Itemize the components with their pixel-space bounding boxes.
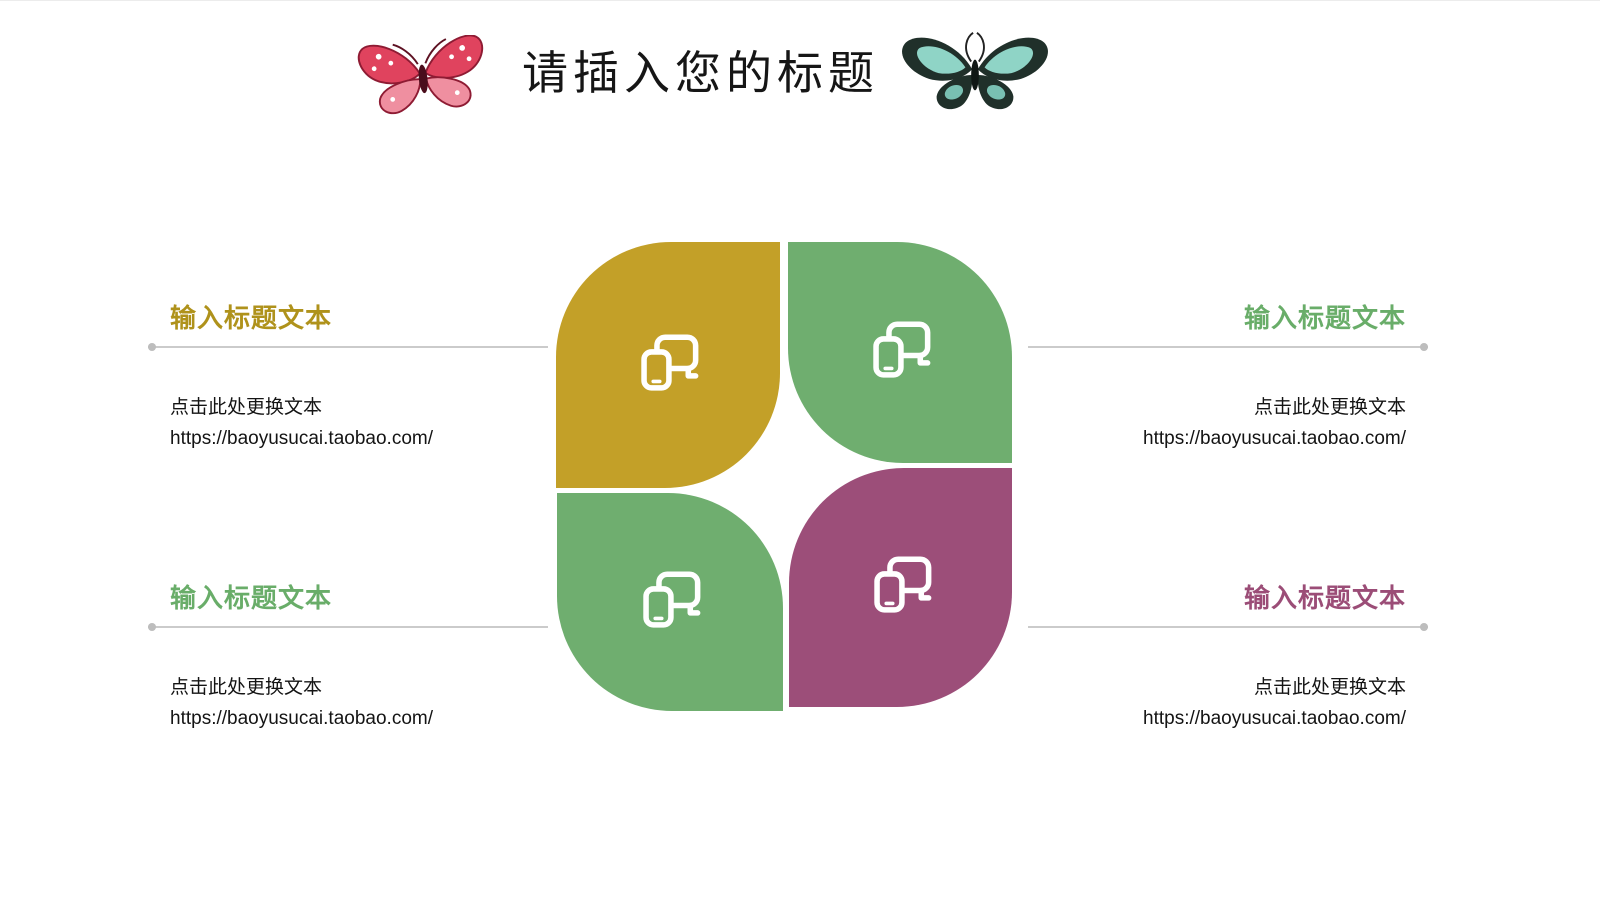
info-block-top-right: 输入标题文本 点击此处更换文本 https://baoyusucai.taoba…	[1028, 304, 1428, 450]
devices-icon	[635, 565, 705, 640]
item-url[interactable]: https://baoyusucai.taobao.com/	[1143, 707, 1406, 729]
petal-bottom-right[interactable]	[789, 468, 1012, 707]
pink-butterfly-icon	[356, 34, 490, 124]
item-url[interactable]: https://baoyusucai.taobao.com/	[170, 427, 433, 449]
item-heading[interactable]: 输入标题文本	[1243, 583, 1406, 613]
line-endpoint-dot	[1420, 342, 1428, 351]
slide-title[interactable]: 请插入您的标题	[522, 46, 879, 100]
item-url[interactable]: https://baoyusucai.taobao.com/	[170, 707, 433, 729]
devices-icon	[633, 328, 703, 403]
item-body[interactable]: 点击此处更换文本	[1253, 396, 1406, 418]
info-block-bottom-left: 输入标题文本 点击此处更换文本 https://baoyusucai.taoba…	[148, 584, 548, 730]
item-url[interactable]: https://baoyusucai.taobao.com/	[1143, 427, 1406, 449]
item-heading[interactable]: 输入标题文本	[170, 583, 333, 613]
petal-bottom-left[interactable]	[557, 493, 783, 711]
info-block-top-left: 输入标题文本 点击此处更换文本 https://baoyusucai.taoba…	[148, 304, 548, 450]
info-block-bottom-right: 输入标题文本 点击此处更换文本 https://baoyusucai.taoba…	[1028, 584, 1428, 730]
devices-icon	[866, 550, 936, 625]
item-body[interactable]: 点击此处更换文本	[170, 676, 323, 698]
divider-line	[148, 342, 548, 351]
devices-icon	[865, 315, 935, 390]
divider-line	[1028, 622, 1428, 631]
divider-line	[148, 622, 548, 631]
item-heading[interactable]: 输入标题文本	[1243, 303, 1406, 333]
petal-top-right[interactable]	[788, 242, 1012, 463]
divider-line	[1028, 342, 1428, 351]
item-body[interactable]: 点击此处更换文本	[1253, 676, 1406, 698]
line-endpoint-dot	[148, 342, 156, 351]
line-endpoint-dot	[148, 622, 156, 631]
teal-butterfly-icon	[898, 29, 1052, 126]
item-body[interactable]: 点击此处更换文本	[170, 396, 323, 418]
line-endpoint-dot	[1420, 622, 1428, 631]
item-heading[interactable]: 输入标题文本	[170, 303, 333, 333]
petal-top-left[interactable]	[556, 242, 780, 488]
